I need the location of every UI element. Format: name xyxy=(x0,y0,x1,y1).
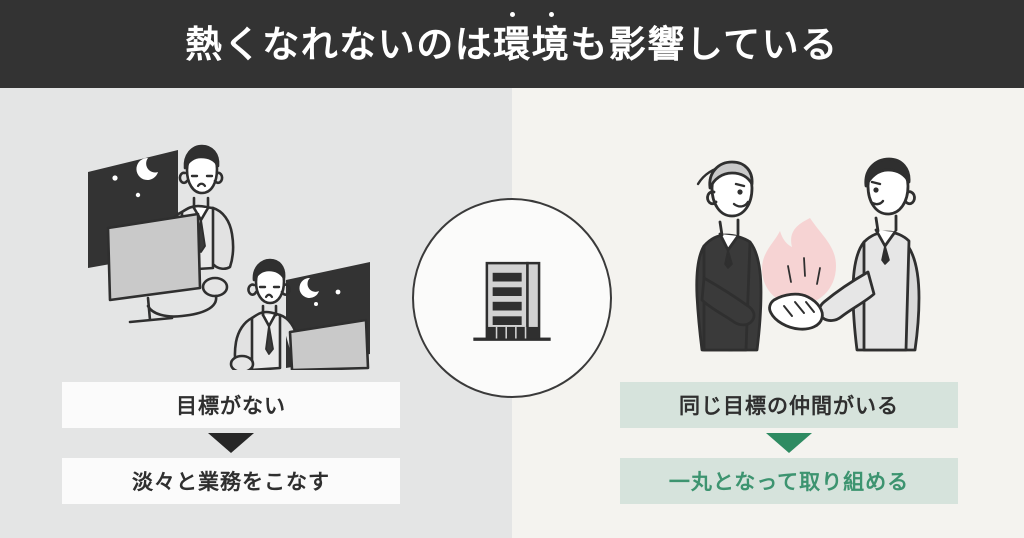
businessmen-handshake-with-flame-illustration xyxy=(668,150,953,365)
left-flow-step-1: 目標がない xyxy=(62,382,400,428)
right-flow: 同じ目標の仲間がいる 一丸となって取り組める xyxy=(620,382,958,504)
title-segment-4: も影響している xyxy=(570,23,839,65)
isolated-workers-at-night-illustration xyxy=(70,120,400,374)
office-building-icon xyxy=(454,238,570,359)
title-segment-1: 熱くなれないのは xyxy=(185,23,494,65)
center-circle-badge xyxy=(412,198,612,398)
header-title-container: 熱くなれないのは環境も影響している xyxy=(0,0,1024,88)
right-flow-step-1: 同じ目標の仲間がいる xyxy=(620,382,958,428)
left-flow-step-2: 淡々と業務をこなす xyxy=(62,458,400,504)
page-title: 熱くなれないのは環境も影響している xyxy=(185,11,839,65)
down-arrow-icon-green xyxy=(766,433,812,453)
title-segment-3-emphasized: 境 xyxy=(531,11,571,65)
title-segment-2-emphasized: 環 xyxy=(493,11,532,65)
left-flow: 目標がない 淡々と業務をこなす xyxy=(62,382,400,504)
right-flow-step-2: 一丸となって取り組める xyxy=(620,458,958,504)
down-arrow-icon xyxy=(208,433,254,453)
